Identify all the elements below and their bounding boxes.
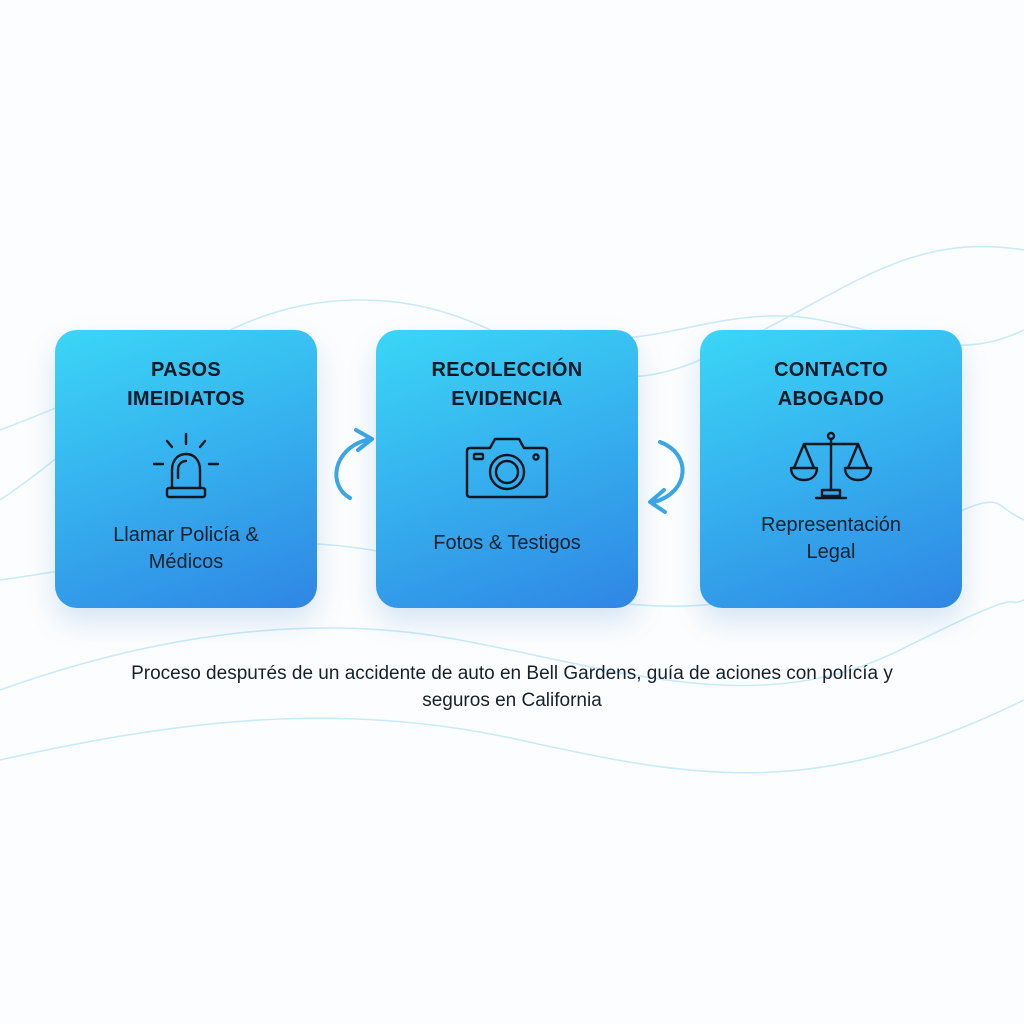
step-description: Fotos & Testigos (433, 532, 581, 554)
step-card-evidence: RECOLECCIÓN EVIDENCIA Fotos & Testigos (376, 330, 638, 608)
siren-icon (152, 432, 220, 499)
camera-icon (465, 437, 549, 499)
step-description: Representación Legal (760, 514, 902, 563)
wave-line (0, 599, 1024, 691)
wave-line (0, 699, 1024, 774)
scales-icon (789, 431, 873, 500)
step-card-lawyer: CONTACTO ABOGADO Representación Legal (700, 330, 962, 608)
step-description: Llamar Policía & Médicos (113, 524, 259, 573)
curved-arrow-icon (648, 440, 685, 514)
diagram-caption: Proceso despuтés de un accidente de auto… (131, 663, 893, 711)
step-card-immediate: PASOS IMEIDIATOS Llamar Policía & Médico… (55, 330, 317, 608)
step-title: CONTACTO ABOGADO (774, 359, 888, 410)
step-title: RECOLECCIÓN EVIDENCIA (431, 359, 583, 410)
step-title: PASOS IMEIDIATOS (127, 359, 245, 410)
curved-arrow-icon (334, 428, 374, 500)
